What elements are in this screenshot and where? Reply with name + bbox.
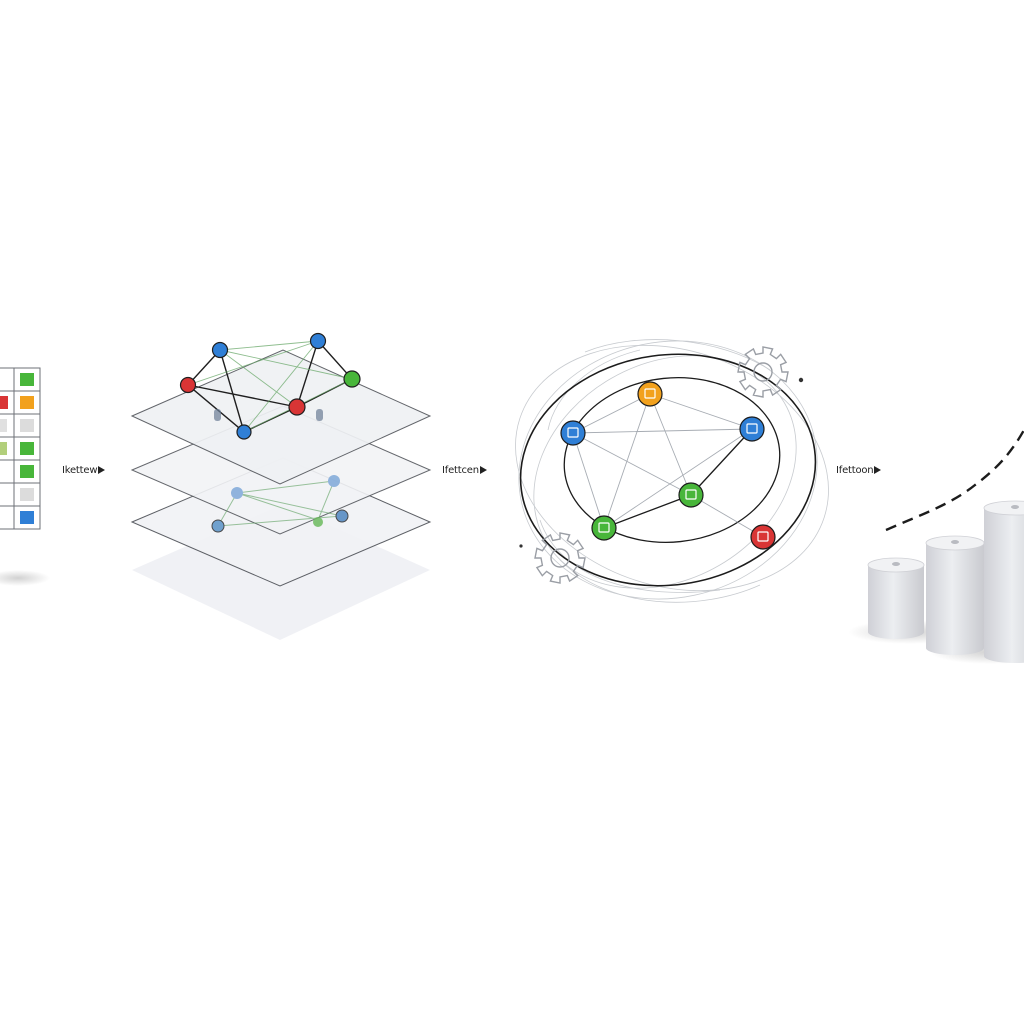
- dot: [519, 544, 523, 548]
- mesh-edges: [572, 393, 764, 538]
- node-green: [591, 515, 617, 541]
- cylinder-chart: [848, 429, 1024, 664]
- arrow-label: Ikettew: [62, 465, 106, 476]
- top-network: [179, 332, 361, 440]
- stacked-layers: [130, 332, 432, 640]
- arrow-label: Ifettoon: [836, 465, 882, 476]
- arrow-text: Ifettcen: [442, 465, 479, 476]
- node-green: [343, 370, 361, 388]
- data-grid: [0, 367, 50, 586]
- grid-cell: [20, 511, 34, 524]
- node: [313, 517, 323, 527]
- arrow-head-icon: [479, 466, 487, 474]
- node-blue: [309, 332, 327, 350]
- node-stem: [214, 409, 221, 421]
- cylinder: [925, 535, 985, 655]
- cylinders: [867, 500, 1024, 663]
- dot: [798, 377, 804, 383]
- node-blue: [560, 420, 586, 446]
- arrow-text: Ifettoon: [836, 465, 874, 476]
- node: [335, 509, 349, 523]
- gear-icon: [737, 346, 789, 398]
- cylinder: [983, 500, 1024, 663]
- lower-network: [211, 475, 349, 533]
- node-blue: [236, 424, 252, 440]
- trend-line: [885, 429, 1024, 532]
- arrow-label: Ifettcen: [442, 465, 487, 476]
- node-red: [288, 398, 306, 416]
- node: [211, 519, 225, 533]
- grid-cell: [20, 419, 34, 432]
- node-stem: [316, 409, 323, 421]
- node-orange: [637, 381, 663, 407]
- node: [231, 487, 243, 499]
- arrow-text: Ikettew: [62, 465, 98, 476]
- grid-cell: [20, 488, 34, 501]
- orbit-ring-outer: [519, 353, 817, 587]
- grid-cell: [20, 465, 34, 478]
- node-red: [179, 376, 197, 394]
- node-red: [750, 524, 776, 550]
- grid-cell: [20, 442, 34, 455]
- node-blue: [739, 416, 765, 442]
- grid-cell: [20, 373, 34, 386]
- orbit-trails: [515, 339, 829, 603]
- grid-cell: [20, 396, 34, 409]
- gear-icon: [534, 532, 586, 584]
- node-green: [678, 482, 704, 508]
- grid-shadow: [0, 570, 50, 586]
- node: [328, 475, 340, 487]
- node-blue: [211, 341, 229, 359]
- arrow-head-icon: [874, 466, 882, 474]
- grid-cells: [0, 367, 41, 530]
- orbit-network: [515, 339, 829, 603]
- orbit-ring-inner: [563, 377, 781, 543]
- arrow-head-icon: [98, 466, 106, 474]
- cylinder: [867, 557, 925, 639]
